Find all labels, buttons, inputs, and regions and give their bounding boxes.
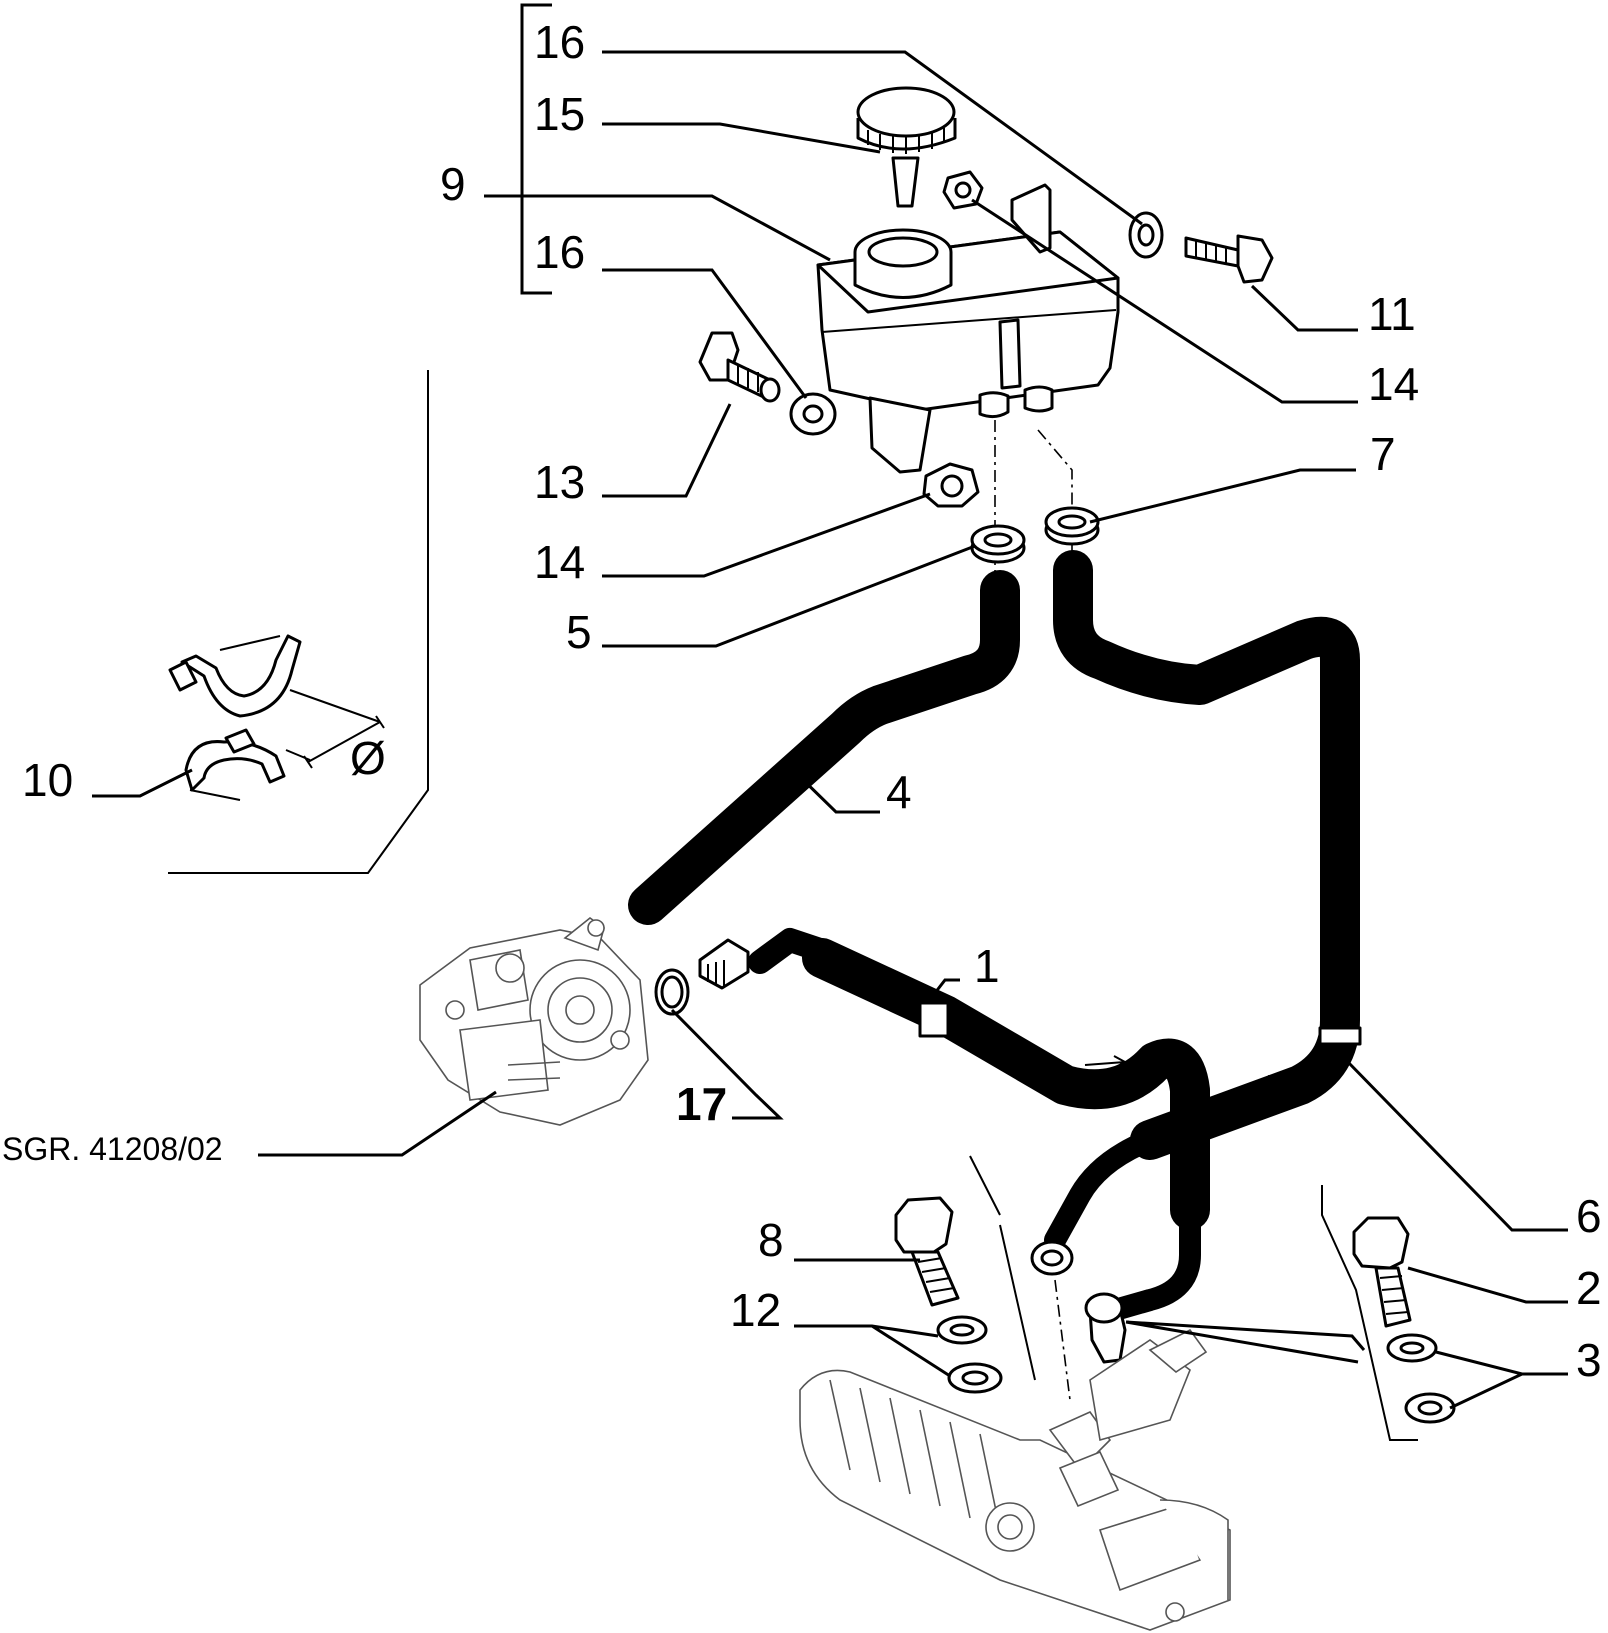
detail-frame — [168, 370, 429, 874]
washer-3-upper — [1386, 1333, 1438, 1363]
steering-rack — [799, 1328, 1231, 1631]
label-3: 3 — [1576, 1334, 1602, 1386]
spacer-nut-lower — [922, 462, 980, 508]
leader-10 — [92, 768, 193, 798]
reservoir-cap — [856, 86, 957, 208]
label-1: 1 — [974, 940, 1000, 992]
rubber-grommet-left — [789, 392, 837, 436]
leader-7 — [1089, 468, 1356, 524]
label-14-lower: 14 — [534, 536, 585, 588]
leader-4 — [791, 768, 880, 814]
fixing-screw-upper — [1184, 234, 1274, 284]
hose-clamp-5 — [970, 524, 1026, 564]
label-5: 5 — [566, 606, 592, 658]
diameter-dimension — [285, 689, 385, 769]
leader-6 — [1344, 1058, 1568, 1232]
leader-17 — [670, 1008, 784, 1120]
bolt-8 — [894, 1196, 960, 1307]
washer-3-lower — [1404, 1392, 1456, 1424]
label-16-lower: 16 — [534, 226, 585, 278]
pipe-return-steering — [1044, 1129, 1161, 1251]
leader-14-upper — [971, 198, 1358, 404]
leader-5 — [602, 544, 976, 648]
leader-2 — [1407, 1266, 1568, 1304]
leader-12 — [794, 1324, 951, 1378]
washer-12-upper — [936, 1315, 988, 1345]
reservoir — [816, 183, 1120, 474]
washer-12-lower — [947, 1362, 1003, 1394]
leader-13 — [602, 403, 732, 498]
label-16-upper: 16 — [534, 16, 585, 68]
label-14-upper: 14 — [1368, 358, 1419, 410]
pipe-1 — [698, 928, 1210, 1321]
hose-4 — [628, 570, 1020, 925]
hose-6 — [1053, 550, 1362, 1160]
group-bracket — [520, 3, 552, 295]
label-9: 9 — [440, 158, 466, 210]
section-line-left — [969, 1155, 1036, 1381]
pipe-clamp-10 — [168, 634, 302, 801]
leader-16-upper — [602, 50, 1143, 226]
leader-14-lower — [602, 492, 931, 578]
leader-3-bracket — [1125, 1320, 1366, 1364]
diameter-symbol: Ø — [350, 732, 386, 784]
bolt-2 — [1352, 1216, 1412, 1328]
label-6: 6 — [1576, 1190, 1602, 1242]
seal-ring-17 — [654, 968, 690, 1016]
label-17: 17 — [676, 1078, 727, 1130]
power-steering-pump — [419, 916, 649, 1126]
leader-11 — [1250, 284, 1358, 332]
fixing-screw-left — [698, 331, 781, 403]
leader-9 — [484, 194, 831, 262]
label-7: 7 — [1370, 428, 1396, 480]
leader-1 — [926, 978, 960, 1003]
leader-15 — [602, 122, 881, 154]
reference-label: SGR. 41208/02 — [2, 1131, 223, 1167]
label-10: 10 — [22, 754, 73, 806]
label-15: 15 — [534, 88, 585, 140]
label-13: 13 — [534, 456, 585, 508]
rubber-grommet-upper — [1128, 211, 1164, 259]
label-11: 11 — [1368, 288, 1416, 340]
leader-sgr — [258, 1090, 497, 1157]
centerline-banjo — [1054, 1279, 1071, 1401]
section-line-right — [1321, 1185, 1418, 1441]
leader-16-lower — [602, 268, 808, 399]
leader-3 — [1435, 1350, 1568, 1410]
banjo-fitting-left — [1030, 1240, 1074, 1276]
label-8: 8 — [758, 1214, 784, 1266]
label-2: 2 — [1576, 1262, 1602, 1314]
label-12: 12 — [730, 1284, 781, 1336]
hose-clamp-7 — [1044, 506, 1100, 546]
banjo-fitting-right — [1084, 1292, 1127, 1364]
centerline-right — [1037, 429, 1073, 560]
label-4: 4 — [886, 766, 912, 818]
